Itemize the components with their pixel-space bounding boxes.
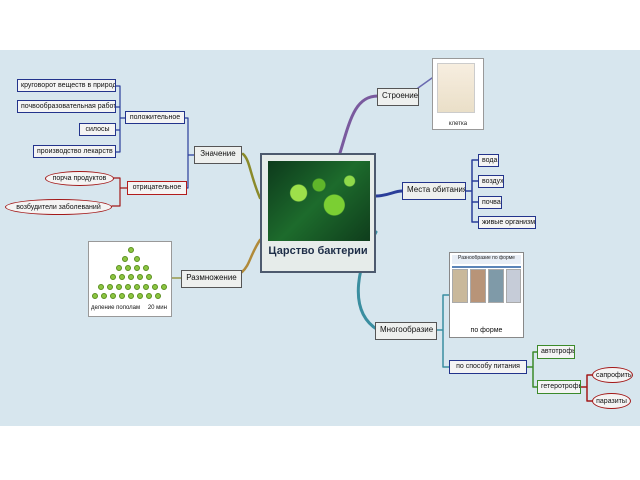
bottom-band [0,426,640,480]
branch-meaning: Значение [194,146,242,164]
branch-reproduction: Размножение [181,270,242,288]
positive-item: производство лекарств [33,145,116,158]
central-title: Царство бактерии [268,245,368,257]
positive-item: почвообразовательная работа [17,100,116,113]
vibrio-image [488,269,504,303]
habitat-item: живые организмы [478,216,536,229]
shape-diversity-card: Разнообразие по форме по форме [449,252,524,338]
top-band [0,0,640,50]
heterotrophs-box: гетеротрофы [537,380,581,394]
reproduction-caption: деление пополам 20 мин [91,305,167,311]
positive-item: круговорот веществ в природе [17,79,116,92]
habitat-item: вода [478,154,499,167]
coccus-image [452,269,468,303]
nutrition-label: по способу питания [449,360,527,374]
negative-item: порча продуктов [45,171,114,186]
central-topic: Царство бактерии [260,153,376,273]
autotrophs-box: автотрофы [537,345,575,359]
bacteria-image [268,161,370,241]
parasites-box: паразиты [592,393,631,409]
branch-habitat: Места обитания [402,182,466,200]
negative-label: отрицательное [127,181,187,195]
bacillus-image [470,269,486,303]
positive-label: положительное [125,111,185,124]
habitat-item: воздух [478,175,504,188]
negative-item: возбудители заболеваний [5,199,112,215]
cell-diagram-image [437,63,475,113]
reproduction-card: деление пополам 20 мин [88,241,172,317]
shape-header: Разнообразие по форме [452,255,521,264]
cell-caption: клетка [448,121,468,127]
cell-structure-card: клетка [432,58,484,130]
saprophytes-box: сапрофиты [592,367,633,383]
habitat-item: почва [478,196,502,209]
branch-diversity: Многообразие [375,322,437,340]
shape-caption: по форме [470,327,503,334]
spirillum-image [506,269,521,303]
division-pyramid-image [89,242,173,304]
positive-item: силосы [79,123,116,136]
branch-structure: Строение [377,88,419,106]
